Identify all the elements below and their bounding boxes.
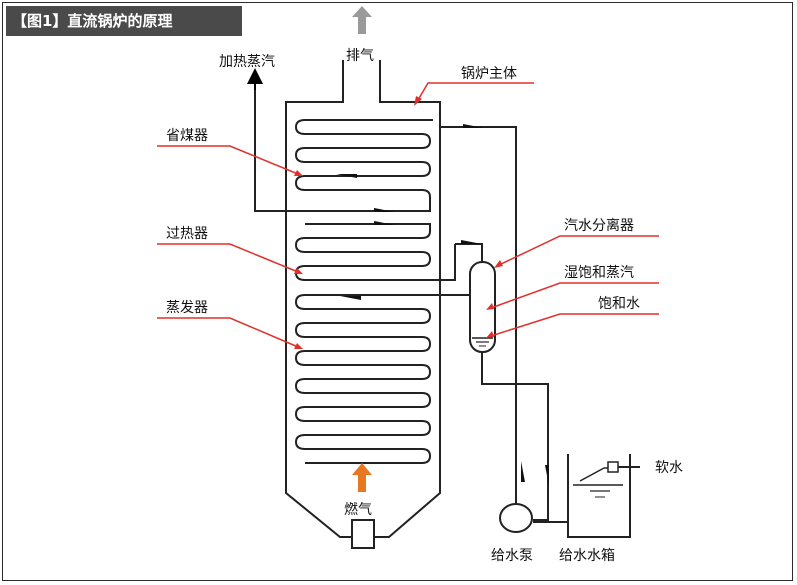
feed-pump [499,503,533,533]
evaporator-coil [294,294,470,464]
boiler-body-label: 锅炉主体 [461,66,517,82]
saturated-water-pointer-head [486,331,494,338]
evaporator-label: 蒸发器 [166,300,208,316]
exhaust-label: 排气 [346,48,374,64]
flow-arrow-right [340,296,361,300]
flow-arrow-left [374,221,395,225]
boiler-body-pointer-head [414,96,422,106]
wet-steam-pointer [490,282,659,309]
superheater-pointer-head [294,268,303,274]
separator-pointer-head [494,260,503,268]
economizer-label: 省煤器 [166,128,208,144]
wet-steam-label: 湿饱和蒸汽 [564,265,634,281]
saturated-water-label: 饱和水 [598,296,640,312]
superheater-coil [294,223,456,281]
feed-water-tank-label: 给水水箱 [559,548,615,564]
exhaust-arrow-icon [352,6,372,34]
superheater-pointer [157,243,299,273]
fuel-arrow-icon [352,463,372,492]
superheater-label: 过热器 [166,226,208,242]
feed-water-tank [567,454,631,538]
boiler-body-pointer [417,82,534,101]
float-valve [579,467,611,482]
evaporator-pointer-head [294,343,303,349]
evaporator-pointer [157,317,299,348]
economizer-coil [254,88,433,212]
economizer-pointer-head [294,170,303,176]
flow-arrow-left [461,240,482,244]
superheated-steam-label: 加热蒸汽 [219,54,275,70]
float-valve-body [607,461,619,473]
separator-pointer [498,235,659,266]
flow-arrow-down [545,465,549,486]
figure-title: 【图1】直流锅炉的原理 [12,12,173,30]
flow-arrow-left [463,124,484,128]
economizer-pointer [157,145,299,175]
wet-steam-pointer-head [486,303,494,310]
feed-line [481,350,549,521]
burner [351,519,375,549]
flow-arrow-left [374,208,395,212]
flow-arrow-right [336,174,357,178]
separator-label: 汽水分离器 [564,217,634,234]
flow-arrow-up [521,461,525,482]
fuel-gas-label: 燃气 [344,501,372,518]
title-bar [6,6,242,36]
soft-water-label: 软水 [655,460,683,476]
saturated-water-pointer [490,313,659,337]
feed-pump-label: 给水泵 [491,548,533,564]
